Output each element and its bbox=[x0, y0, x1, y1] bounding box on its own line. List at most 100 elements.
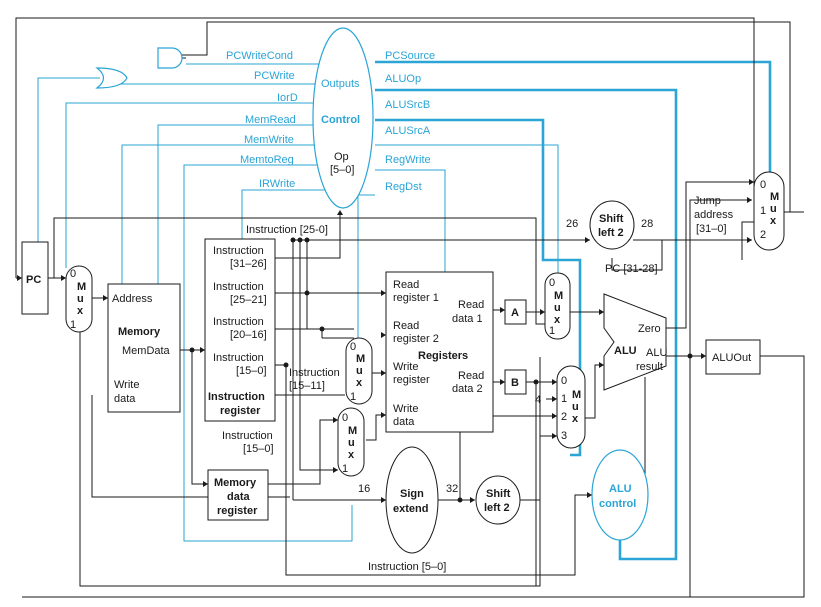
mux-iord-u: u bbox=[77, 293, 84, 305]
mux-alusrca-zero: 0 bbox=[549, 277, 555, 289]
control-name: Control bbox=[321, 114, 360, 126]
mux-alusrcb-two: 2 bbox=[561, 411, 567, 423]
sig-irwrite: IRWrite bbox=[259, 178, 295, 190]
reg-b-label: B bbox=[511, 377, 519, 389]
pc-register: PC bbox=[21, 241, 49, 315]
registers-title: Registers bbox=[418, 350, 468, 362]
arrowheads bbox=[17, 179, 754, 503]
mux-alusrcb: 0 1 2 3 M u x bbox=[556, 365, 586, 449]
mux-regdst: 0 M u x 1 bbox=[345, 337, 373, 405]
jump-address-l3: [31–0] bbox=[696, 223, 727, 235]
rd2-l1: Read bbox=[458, 370, 484, 382]
ir-field-2-l1: Instruction bbox=[213, 281, 264, 293]
control-signal-labels-right: PCSource ALUOp ALUSrcB ALUSrcA RegWrite … bbox=[385, 50, 435, 193]
ir-field-1-l1: Instruction bbox=[213, 245, 264, 257]
alu: ALU Zero ALU result bbox=[603, 293, 667, 391]
wr-l1: Write bbox=[393, 361, 418, 373]
alu-control-l1: ALU bbox=[609, 483, 632, 495]
shift-lower-l1: Shift bbox=[486, 488, 511, 500]
mdr-l2: data bbox=[227, 491, 251, 503]
alu-control: ALU control bbox=[591, 449, 649, 541]
wd-l1: Write bbox=[393, 403, 418, 415]
rd1-l2: data 1 bbox=[452, 313, 483, 325]
sign-extend-l1: Sign bbox=[400, 488, 424, 500]
aluout-label: ALUOut bbox=[712, 352, 751, 364]
mux-iord-zero: 0 bbox=[70, 268, 76, 280]
sig-regwrite: RegWrite bbox=[385, 154, 431, 166]
control-unit: Outputs Control Op [5–0] bbox=[312, 27, 374, 209]
memory-title: Memory bbox=[118, 326, 161, 338]
mux-pcsource-x: x bbox=[770, 215, 777, 227]
mux-alusrcb-m: M bbox=[572, 389, 581, 401]
pc-bits-label: PC [31-28] bbox=[605, 263, 658, 275]
shift-upper-l1: Shift bbox=[599, 213, 624, 225]
sig-regdst: RegDst bbox=[385, 181, 422, 193]
jump-address-l2: address bbox=[694, 209, 734, 221]
ir-field-4-l2: [15–0] bbox=[236, 365, 267, 377]
alu-zero: Zero bbox=[638, 323, 661, 335]
mux-iord-m: M bbox=[77, 281, 86, 293]
instruction-register: Instruction [31–26] Instruction [25–21] … bbox=[204, 238, 276, 422]
control-outputs-label: Outputs bbox=[321, 78, 360, 90]
rr2-l2: register 2 bbox=[393, 333, 439, 345]
sig-alusrca: ALUSrcA bbox=[385, 125, 431, 137]
const-four: 4 bbox=[535, 394, 541, 406]
instr-15-0-l1: Instruction bbox=[222, 430, 273, 442]
pc-label: PC bbox=[26, 274, 41, 286]
ir-field-3-l2: [20–16] bbox=[230, 329, 267, 341]
sig-memtoreg: MemtoReg bbox=[240, 154, 294, 166]
memory-data-register: Memory data register bbox=[207, 469, 269, 521]
wd-l2: data bbox=[393, 416, 415, 428]
mux-pcsource-two: 2 bbox=[760, 229, 766, 241]
mux-alusrca: 0 M u x 1 bbox=[544, 272, 571, 340]
sig-aluop: ALUOp bbox=[385, 73, 421, 85]
mux-pcsource: 0 1 2 M u x bbox=[753, 171, 785, 251]
alu-name: ALU bbox=[614, 345, 637, 357]
mdr-l1: Memory bbox=[214, 477, 257, 489]
mux-regdst-m: M bbox=[356, 353, 365, 365]
mux-iord: 0 M u x 1 bbox=[65, 265, 93, 333]
mux-pcsource-u: u bbox=[770, 203, 777, 215]
ir-field-1-l2: [31–26] bbox=[230, 258, 267, 270]
alu-control-l2: control bbox=[599, 498, 636, 510]
mdr-l3: register bbox=[217, 505, 258, 517]
mux-memtoreg-zero: 0 bbox=[342, 412, 348, 424]
rd1-l1: Read bbox=[458, 299, 484, 311]
rr2-l1: Read bbox=[393, 320, 419, 332]
or-gate bbox=[95, 67, 128, 89]
mux-memtoreg: 0 M u x 1 bbox=[337, 407, 365, 477]
sig-pcsource: PCSource bbox=[385, 50, 435, 62]
instr-5-0-label: Instruction [5–0] bbox=[368, 561, 446, 573]
sig-pcwrite: PCWrite bbox=[254, 70, 295, 82]
mux-pcsource-m: M bbox=[770, 191, 779, 203]
mux-alusrcb-one: 1 bbox=[561, 393, 567, 405]
memory-write-2: data bbox=[114, 393, 136, 405]
memory-memdata: MemData bbox=[122, 345, 171, 357]
mux-regdst-one: 1 bbox=[350, 391, 356, 403]
mux-alusrcb-x: x bbox=[572, 413, 579, 425]
register-file: Read register 1 Read register 2 Write re… bbox=[385, 271, 494, 433]
sig-pcwritecond: PCWriteCond bbox=[226, 50, 293, 62]
reg-b: B bbox=[504, 369, 527, 395]
shift-upper-out: 28 bbox=[641, 218, 653, 230]
mux-alusrca-one: 1 bbox=[549, 325, 555, 337]
instr-15-11-l1: Instruction bbox=[289, 367, 340, 379]
and-gate bbox=[157, 47, 183, 69]
ir-title-1: Instruction bbox=[208, 391, 265, 403]
mux-pcsource-one: 1 bbox=[760, 205, 766, 217]
instr-15-11-l2: [15–11] bbox=[289, 380, 325, 392]
control-signal-labels-left: PCWriteCond PCWrite IorD MemRead MemWrit… bbox=[226, 50, 298, 190]
mux-regdst-u: u bbox=[356, 365, 363, 377]
mux-iord-x: x bbox=[77, 305, 84, 317]
thick-control-wires bbox=[375, 60, 772, 561]
alu-result-2: result bbox=[636, 361, 663, 373]
shift-upper-in: 26 bbox=[566, 218, 578, 230]
mux-memtoreg-u: u bbox=[348, 437, 355, 449]
shift-left-lower: Shift left 2 bbox=[475, 475, 521, 525]
ir-field-2-l2: [25–21] bbox=[230, 294, 267, 306]
ir-field-4-l1: Instruction bbox=[213, 352, 264, 364]
datapath-wires bbox=[15, 17, 805, 598]
instr-25-0-label: Instruction [25-0] bbox=[246, 224, 328, 236]
mux-memtoreg-x: x bbox=[348, 449, 355, 461]
